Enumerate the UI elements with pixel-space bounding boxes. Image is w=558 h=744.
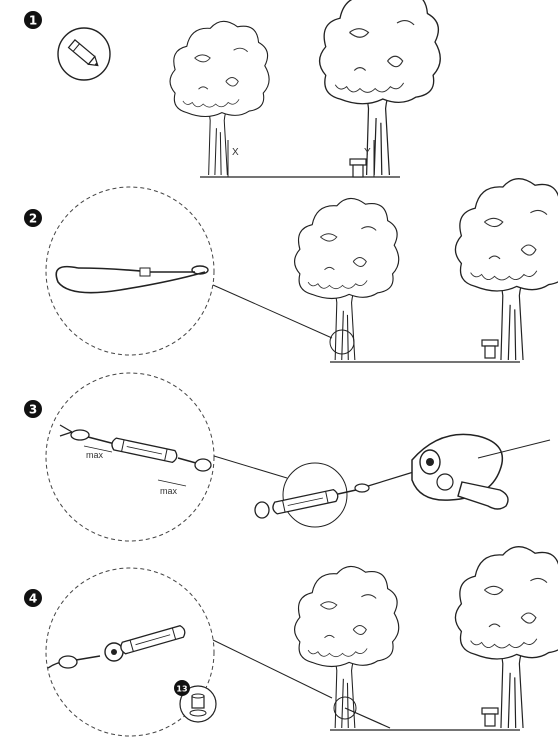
tree-right bbox=[318, 0, 441, 176]
wire-loop-icon bbox=[55, 265, 209, 294]
callout-line-2 bbox=[212, 284, 333, 339]
post bbox=[481, 707, 499, 727]
part-badge: 13 bbox=[174, 680, 190, 696]
anchor-highlight bbox=[329, 329, 355, 355]
step-1-panel: 1 X Y bbox=[24, 0, 441, 178]
max-label-left: max bbox=[86, 450, 104, 460]
pulley-trolley bbox=[411, 433, 551, 510]
step-4-panel: 4 13 bbox=[24, 546, 558, 737]
step-3-number: 3 bbox=[29, 403, 37, 417]
turnbuckle-assembly bbox=[254, 469, 421, 519]
post bbox=[481, 339, 499, 359]
turnbuckle-icon bbox=[59, 424, 212, 487]
detail-circle-3 bbox=[45, 372, 215, 542]
step-3-panel: 3 max max bbox=[24, 372, 551, 542]
step-1-number: 1 bbox=[29, 14, 37, 28]
tree-left bbox=[293, 197, 400, 361]
step-2-badge: 2 bbox=[24, 209, 42, 227]
tree-left bbox=[293, 565, 400, 729]
cable bbox=[344, 707, 391, 729]
anchor-highlight bbox=[333, 696, 357, 720]
measure-x-label: X bbox=[232, 147, 239, 158]
step-2-panel: 2 bbox=[24, 178, 558, 363]
max-label-right: max bbox=[160, 486, 178, 496]
nut-icon bbox=[179, 685, 217, 723]
step-1-badge: 1 bbox=[24, 11, 42, 29]
step-3-badge: 3 bbox=[24, 400, 42, 418]
measure-y-label: Y bbox=[364, 147, 371, 158]
part-number: 13 bbox=[176, 685, 187, 694]
anchor-detail bbox=[47, 624, 187, 669]
pencil-icon bbox=[57, 27, 111, 81]
tree-right bbox=[454, 178, 558, 361]
turnbuckle-highlight bbox=[282, 462, 348, 528]
step-4-number: 4 bbox=[29, 592, 37, 606]
callout-line-3 bbox=[213, 455, 288, 479]
callout-line-4 bbox=[212, 639, 333, 699]
tree-right bbox=[454, 546, 558, 729]
post bbox=[349, 158, 367, 178]
step-4-badge: 4 bbox=[24, 589, 42, 607]
tree-left bbox=[169, 20, 270, 176]
step-2-number: 2 bbox=[29, 212, 37, 226]
